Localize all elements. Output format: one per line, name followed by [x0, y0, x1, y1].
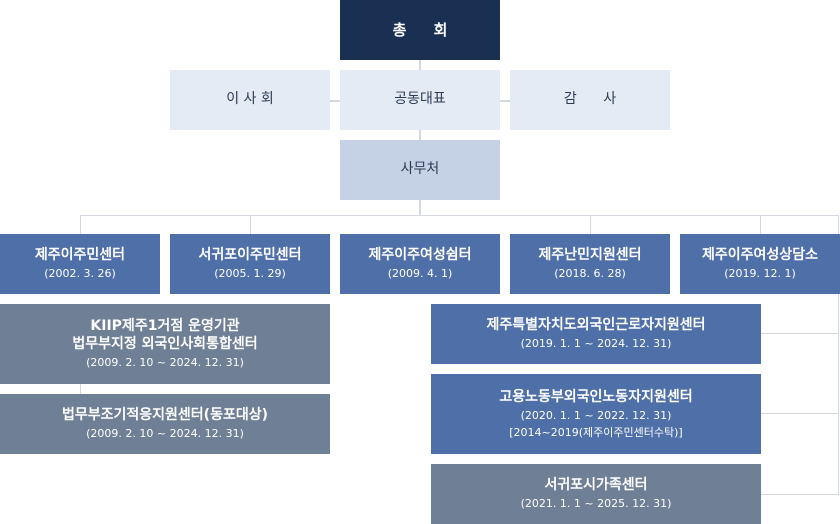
connector-line	[760, 215, 761, 235]
connector-line	[330, 100, 340, 102]
sub-center-line1: KIIP제주1거점 운영기관	[90, 318, 240, 335]
sub-center-date: (2019. 1. 1 ~ 2024. 12. 31)	[520, 337, 672, 351]
sub-center-date: (2009. 2. 10 ~ 2024. 12. 31)	[86, 356, 244, 370]
center-name: 서귀포이주민센터	[198, 246, 302, 263]
sub-center-date: (2009. 2. 10 ~ 2024. 12. 31)	[86, 427, 244, 441]
connector-line	[760, 333, 839, 334]
sub-center-name: 제주특별자치도외국인근로자지원센터	[486, 316, 706, 333]
board-label: 이 사 회	[226, 91, 274, 108]
center-date: (2002. 3. 26)	[44, 267, 116, 281]
center-date: (2019. 12. 1)	[724, 267, 796, 281]
board-box: 이 사 회	[170, 70, 330, 130]
center-date: (2005. 1. 29)	[214, 267, 286, 281]
sub-center-name: 서귀포시가족센터	[544, 476, 648, 493]
center-name: 제주이주여성쉼터	[368, 246, 472, 263]
secretariat-box: 사무처	[340, 140, 500, 200]
connector-line	[760, 413, 839, 414]
center-box-women-counseling: 제주이주여성상담소 (2019. 12. 1)	[680, 234, 840, 294]
labor-ministry-worker-center-box: 고용노동부외국인노동자지원센터 (2020. 1. 1 ~ 2022. 12. …	[431, 374, 761, 454]
early-adaptation-center-box: 법무부조기적응지원센터(동포대상) (2009. 2. 10 ~ 2024. 1…	[0, 394, 330, 454]
co-representative-box: 공동대표	[340, 70, 500, 130]
general-assembly-box: 총 회	[340, 0, 500, 60]
center-box-women-shelter: 제주이주여성쉼터 (2009. 4. 1)	[340, 234, 500, 294]
center-box-seogwipo-migrant: 서귀포이주민센터 (2005. 1. 29)	[170, 234, 330, 294]
secretariat-label: 사무처	[400, 161, 440, 178]
connector-line	[250, 215, 251, 235]
general-assembly-label: 총 회	[392, 20, 448, 39]
connector-line	[838, 215, 839, 495]
connector-line	[419, 60, 421, 216]
connector-line	[500, 100, 510, 102]
center-name: 제주난민지원센터	[538, 246, 642, 263]
connector-line	[760, 494, 839, 495]
sub-center-line1: 법무부조기적응지원센터(동포대상)	[62, 406, 268, 423]
co-representative-label: 공동대표	[394, 91, 446, 108]
connector-line	[590, 215, 591, 235]
center-name: 제주이주여성상담소	[702, 246, 818, 263]
center-date: (2018. 6. 28)	[554, 267, 626, 281]
sub-center-note: [2014~2019(제주이주민센터수탁)]	[509, 425, 683, 439]
connector-line	[80, 215, 839, 216]
connector-line	[80, 384, 81, 394]
sub-center-date: (2021. 1. 1 ~ 2025. 12. 31)	[520, 497, 672, 511]
kiip-integration-center-box: KIIP제주1거점 운영기관 법무부지정 외국인사회통합센터 (2009. 2.…	[0, 304, 330, 384]
sub-center-name: 고용노동부외국인노동자지원센터	[499, 388, 693, 405]
center-name: 제주이주민센터	[34, 246, 126, 263]
sub-center-line2: 법무부지정 외국인사회통합센터	[72, 335, 258, 352]
center-box-jeju-migrant: 제주이주민센터 (2002. 3. 26)	[0, 234, 160, 294]
center-date: (2009. 4. 1)	[387, 267, 453, 281]
foreign-worker-support-center-box: 제주특별자치도외국인근로자지원센터 (2019. 1. 1 ~ 2024. 12…	[431, 304, 761, 364]
audit-label: 감 사	[563, 91, 617, 108]
sub-center-date: (2020. 1. 1 ~ 2022. 12. 31)	[520, 409, 672, 422]
seogwipo-family-center-box: 서귀포시가족센터 (2021. 1. 1 ~ 2025. 12. 31)	[431, 464, 761, 524]
center-box-refugee: 제주난민지원센터 (2018. 6. 28)	[510, 234, 670, 294]
audit-box: 감 사	[510, 70, 670, 130]
connector-line	[80, 215, 81, 235]
